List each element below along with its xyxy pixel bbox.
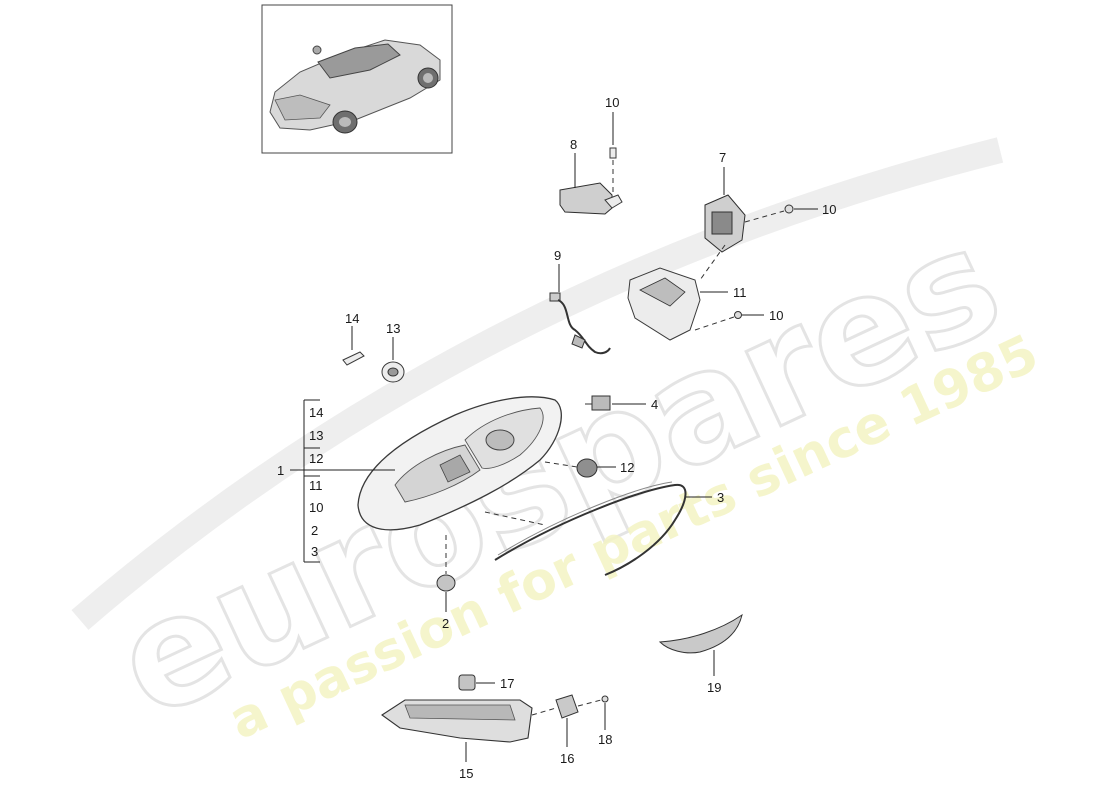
- bracket-item-6: 3: [311, 544, 318, 559]
- callout-1: 1: [277, 463, 284, 478]
- part-10-right-upper: 10: [744, 202, 836, 223]
- part-14: 14: [342, 311, 365, 366]
- part-10-right-lower: 10: [694, 308, 783, 331]
- bracket-item-2: 12: [309, 451, 323, 466]
- bracket-item-3: 11: [309, 478, 323, 493]
- callout-19: 19: [707, 680, 721, 695]
- part-10-top: 10: [605, 95, 619, 195]
- part-12: 12: [544, 458, 634, 478]
- callout-12: 12: [620, 460, 634, 475]
- callout-18: 18: [598, 732, 612, 747]
- callout-7: 7: [719, 150, 726, 165]
- part-16: 16: [531, 694, 579, 766]
- watermark: eurospares a passion for parts since 198…: [71, 137, 1047, 754]
- part-9: 9: [549, 248, 611, 355]
- part-19: 19: [658, 613, 743, 695]
- part-18: 18: [577, 695, 612, 747]
- part-13: 13: [381, 321, 405, 383]
- part-17: 17: [458, 674, 514, 691]
- bracket-item-4: 10: [309, 500, 323, 515]
- part-15: 15: [381, 699, 533, 781]
- assembly-bracket: 1 14 13 12 11 10 2 3: [277, 399, 395, 563]
- callout-8: 8: [570, 137, 577, 152]
- bracket-item-1: 13: [309, 428, 323, 443]
- callout-15: 15: [459, 766, 473, 781]
- callout-10-top: 10: [605, 95, 619, 110]
- callout-10-right-lower: 10: [769, 308, 783, 323]
- part-11: 11: [627, 244, 747, 341]
- car-thumbnail: [261, 4, 453, 154]
- callout-9: 9: [554, 248, 561, 263]
- callout-3: 3: [717, 490, 724, 505]
- part-2: 2: [436, 535, 456, 631]
- part-3: 3: [484, 481, 724, 576]
- callout-16: 16: [560, 751, 574, 766]
- callout-13: 13: [386, 321, 400, 336]
- part-8: 8: [559, 137, 623, 215]
- callout-11: 11: [733, 285, 747, 300]
- callout-4: 4: [651, 397, 658, 412]
- part-7: 7: [704, 150, 746, 253]
- watermark-brand: eurospares: [92, 194, 1025, 753]
- bracket-item-5: 2: [311, 523, 318, 538]
- callout-2: 2: [442, 616, 449, 631]
- callout-17: 17: [500, 676, 514, 691]
- headlight-icon: [357, 396, 562, 531]
- car-thumbnail-icon: [269, 39, 441, 134]
- callout-10-right-upper: 10: [822, 202, 836, 217]
- bracket-item-0: 14: [309, 405, 323, 420]
- part-4: 4: [585, 395, 658, 412]
- callout-14: 14: [345, 311, 359, 326]
